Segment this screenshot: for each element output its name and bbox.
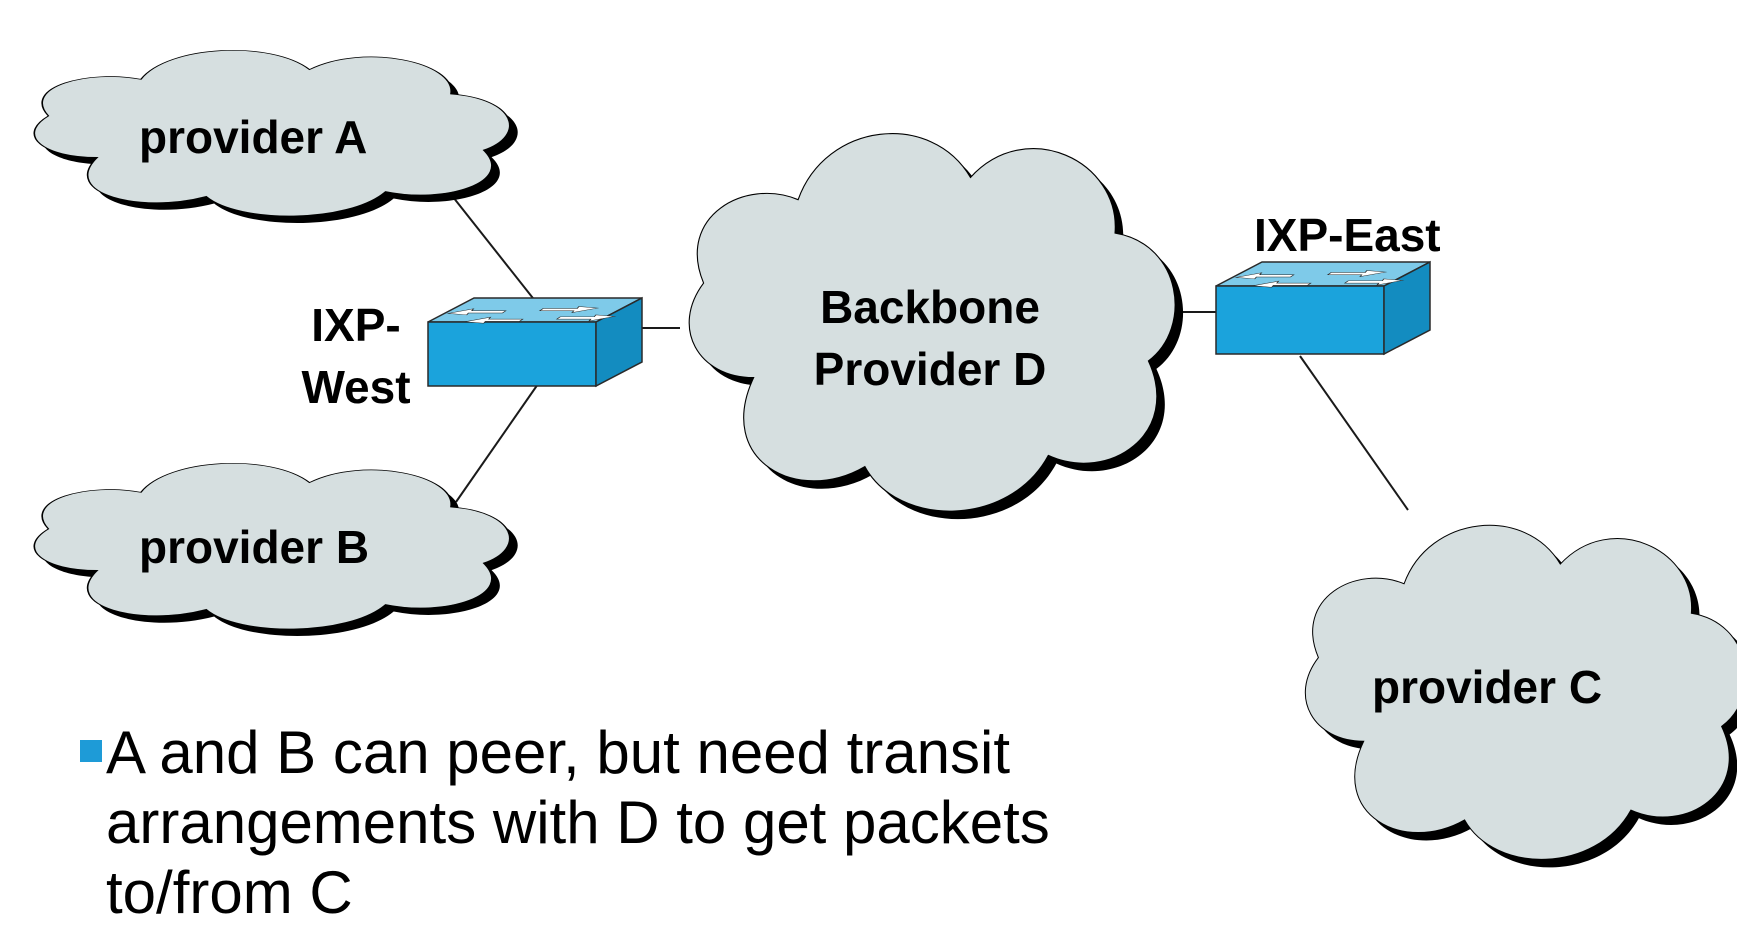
provider-b-label: provider B xyxy=(139,521,370,573)
ixp-west-line-2: West xyxy=(301,361,411,413)
ixp-east-label: IXP-East xyxy=(1254,209,1441,261)
switch-icon xyxy=(1215,260,1431,356)
ixp-west-label: IXP- West xyxy=(286,294,426,418)
switch-icon xyxy=(427,296,643,388)
backbone-d-label: Backbone Provider D xyxy=(780,276,1080,400)
provider-c-label: provider C xyxy=(1372,661,1603,713)
backbone-d-line-2: Provider D xyxy=(813,343,1047,395)
bullet-item: A and B can peer, but need transit arran… xyxy=(80,718,1140,928)
link-east-c xyxy=(1299,355,1409,511)
ixp-west-line-1: IXP- xyxy=(311,299,401,351)
backbone-d-line-1: Backbone xyxy=(820,281,1040,333)
link-b-west xyxy=(455,383,539,503)
provider-a-label: provider A xyxy=(139,111,368,163)
bullet-text: A and B can peer, but need transit arran… xyxy=(106,719,1050,926)
bullet-square-icon xyxy=(80,740,102,762)
